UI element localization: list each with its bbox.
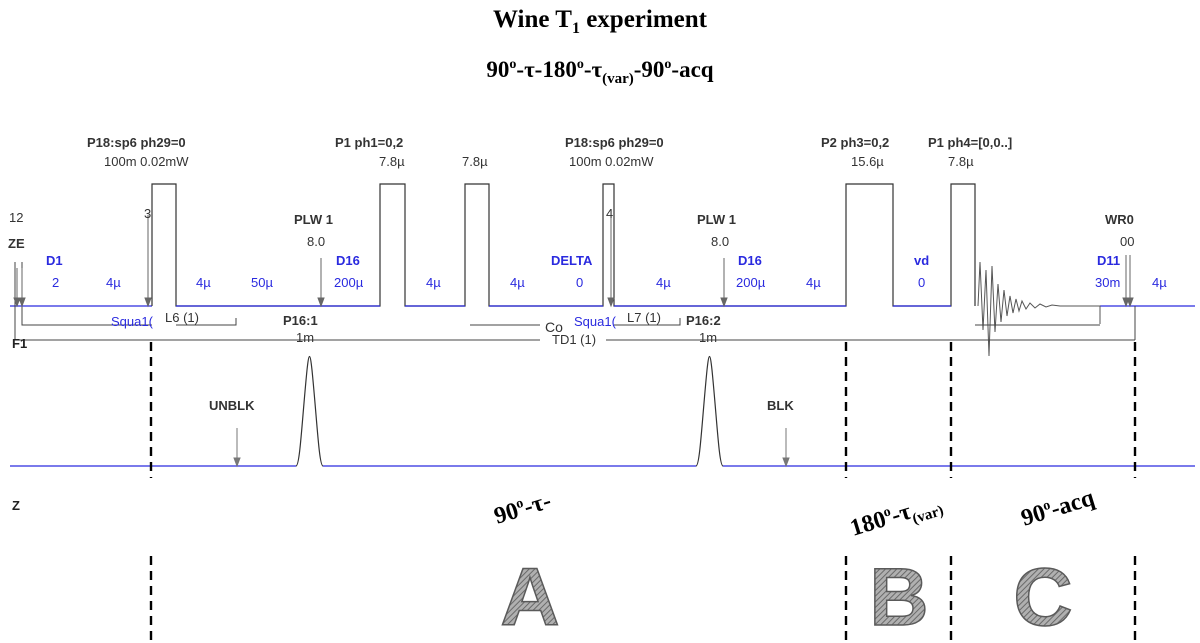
p16a-label: P16:1 (283, 313, 318, 328)
p18a-sub: 100m 0.02mW (104, 154, 189, 169)
diagram-subtitle: 90o-τ-180o-τ(var)-90o-acq (486, 57, 713, 87)
plw1b-label: PLW 1 (697, 212, 736, 227)
ze-label: ZE (8, 236, 25, 251)
delay-50u: 50µ (251, 275, 273, 290)
delay-4u-c: 4µ (426, 275, 441, 290)
delay-4u-d: 4µ (510, 275, 525, 290)
z-marker-arrows (233, 428, 790, 468)
delta-value: 0 (576, 275, 583, 290)
p2-title: P2 ph3=0,2 (821, 135, 889, 150)
segment-b-label: 180o-τ(var) (847, 489, 945, 545)
z-labels: UNBLK BLK (209, 398, 794, 413)
delta-name: DELTA (551, 253, 593, 268)
channel-label-z: Z (12, 498, 20, 513)
plw1a-value: 8.0 (307, 234, 325, 249)
blk-label: BLK (767, 398, 794, 413)
segment-a-label: 90o-τ- (491, 488, 554, 530)
plw1a-label: PLW 1 (294, 212, 333, 227)
d11-name: D11 (1097, 253, 1120, 268)
segment-labels: 90o-τ- 180o-τ(var) 90o-acq (491, 485, 1098, 545)
z-gradient-pulse-1 (295, 355, 324, 467)
unblk-label: UNBLK (209, 398, 255, 413)
diagram-title: Wine T1 experiment (493, 6, 708, 37)
p1-value-a: 7.8µ (379, 154, 405, 169)
d16b-value: 200µ (736, 275, 766, 290)
delay-4u-a: 4µ (106, 275, 121, 290)
fid-signal (977, 261, 1101, 357)
p16a-value: 1m (296, 330, 314, 345)
d1-value: 2 (52, 275, 59, 290)
co-label: Co (545, 319, 563, 335)
segment-letter-a: A (500, 552, 559, 643)
marker-4-label: 4 (606, 206, 613, 221)
segment-letters: A B C (500, 551, 1074, 643)
vd-value: 0 (918, 275, 925, 290)
channel-label-f1: F1 (12, 336, 27, 351)
l6-label: L6 (1) (165, 310, 199, 325)
loop-line-l7 (614, 318, 681, 326)
delay-4u-g: 4µ (1152, 275, 1167, 290)
squa1-b: Squa1( (574, 314, 617, 329)
p18a-title: P18:sp6 ph29=0 (87, 135, 186, 150)
f1-parameter-labels: 12 ZE P18:sp6 ph29=0 100m 0.02mW 3 L6 (1… (8, 135, 1134, 347)
segment-letter-c: C (1013, 552, 1072, 643)
p18b-title: P18:sp6 ph29=0 (565, 135, 664, 150)
segment-letter-b: B (869, 552, 928, 643)
p16b-label: P16:2 (686, 313, 721, 328)
marker-3-label: 3 (144, 206, 151, 221)
p1b-title: P1 ph4=[0,0..] (928, 135, 1012, 150)
td1-label: TD1 (1) (552, 332, 596, 347)
d16a-value: 200µ (334, 275, 364, 290)
vd-name: vd (914, 253, 929, 268)
delay-4u-b: 4µ (196, 275, 211, 290)
p1-title: P1 ph1=0,2 (335, 135, 403, 150)
p1b-value: 7.8µ (948, 154, 974, 169)
p18b-sub: 100m 0.02mW (569, 154, 654, 169)
d16b-name: D16 (738, 253, 762, 268)
d1-name: D1 (46, 253, 63, 268)
p2-value: 15.6µ (851, 154, 884, 169)
loop-start-label: 12 (9, 210, 23, 225)
d16a-name: D16 (336, 253, 360, 268)
plw1b-value: 8.0 (711, 234, 729, 249)
f1-delay-labels: D1 2 4µ 4µ 50µ Squa1( D16 200µ 4µ 4µ DEL… (46, 253, 1167, 329)
p16b-value: 1m (699, 330, 717, 345)
segment-c-label: 90o-acq (1018, 485, 1098, 532)
l7-label: L7 (1) (627, 310, 661, 325)
wr0-label: WR0 (1105, 212, 1134, 227)
delay-4u-e: 4µ (656, 275, 671, 290)
p1-value-b: 7.8µ (462, 154, 488, 169)
wr0-value: 00 (1120, 234, 1134, 249)
squa1-a: Squa1( (111, 314, 154, 329)
delay-4u-f: 4µ (806, 275, 821, 290)
f1-pulse-train (151, 183, 976, 307)
loop-line-l6-right (176, 318, 237, 326)
segment-separators (149, 342, 1137, 640)
z-gradient-pulse-2 (695, 355, 724, 467)
d11-value: 30m (1095, 275, 1120, 290)
f1-marker-arrows (13, 215, 1134, 308)
